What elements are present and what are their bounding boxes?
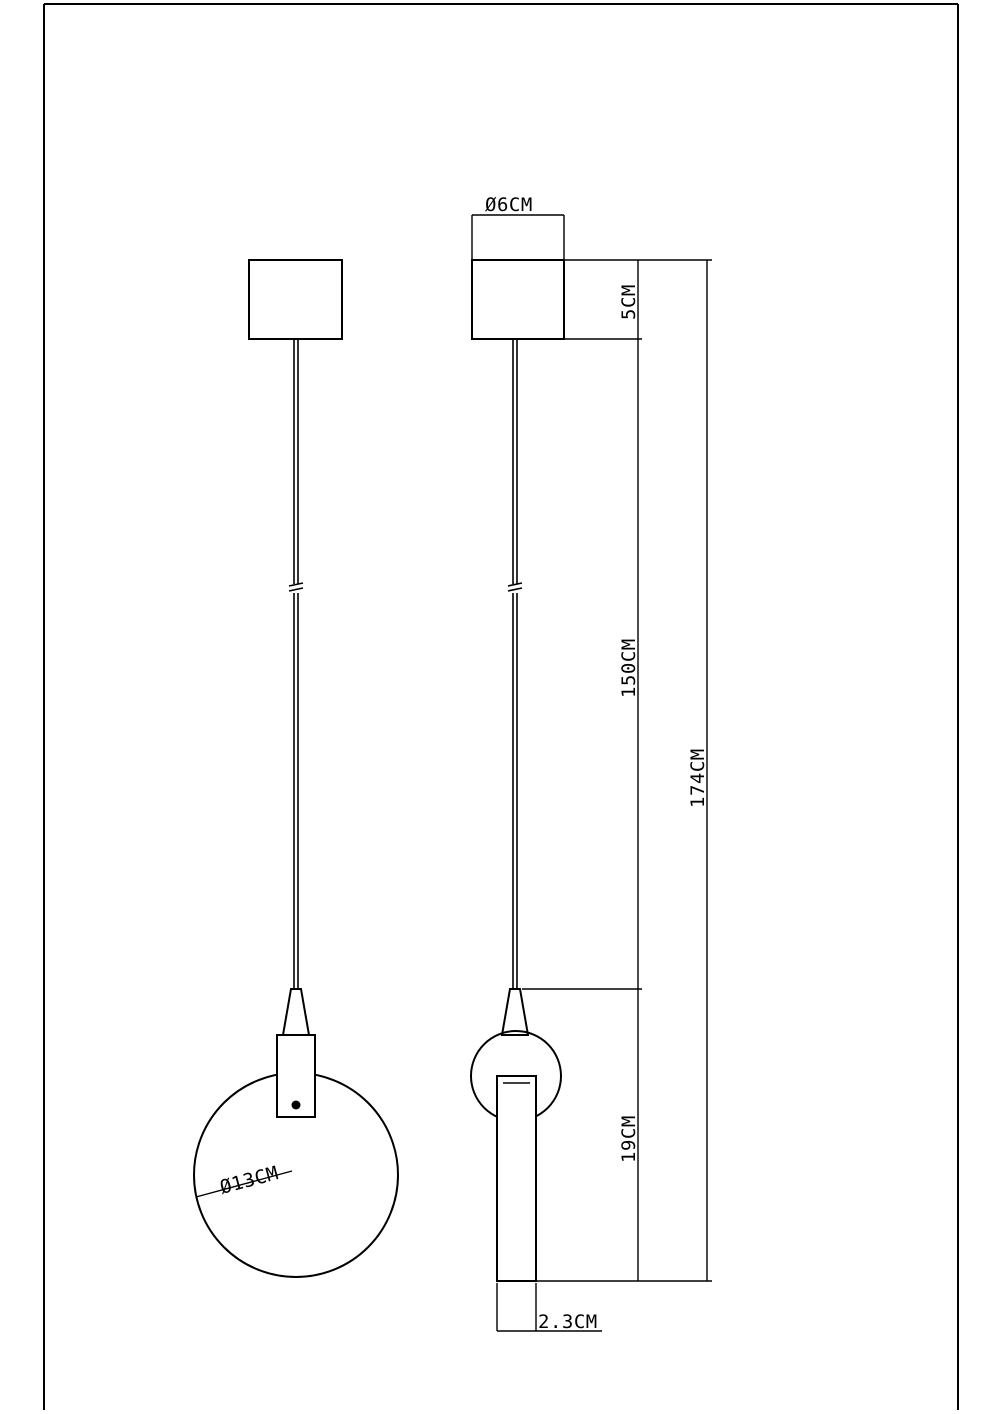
side-cone-connector <box>500 988 530 1036</box>
cable-length-label: 150CM <box>618 638 640 698</box>
side-cable <box>512 339 518 990</box>
shade-thickness-dim <box>496 1283 602 1332</box>
dimension-extension-lines <box>522 259 712 1282</box>
shade-height-label: 19CM <box>618 1115 640 1163</box>
front-view: Ø13CM <box>193 259 399 1278</box>
side-holder-arm <box>496 1075 537 1282</box>
side-canopy-width-dim <box>471 214 565 260</box>
side-cable-break-symbol <box>507 582 523 592</box>
front-cable-break-symbol <box>288 582 304 592</box>
drawing-frame <box>43 3 959 1410</box>
front-cable <box>293 339 299 990</box>
front-canopy <box>248 259 343 340</box>
side-canopy <box>471 259 565 340</box>
front-shade-diameter-line <box>195 1170 293 1198</box>
canopy-diameter-label: Ø6CM <box>485 194 533 216</box>
shade-thickness-label: 2.3CM <box>538 1311 598 1333</box>
canopy-height-label: 5CM <box>618 284 640 320</box>
front-shade-diameter-label: Ø13CM <box>218 1162 281 1199</box>
front-cone-connector <box>281 988 311 1036</box>
front-screw <box>291 1100 301 1110</box>
side-view: Ø6CM 2.3CM 5CM <box>470 194 712 1333</box>
total-height-label: 174CM <box>687 748 709 808</box>
